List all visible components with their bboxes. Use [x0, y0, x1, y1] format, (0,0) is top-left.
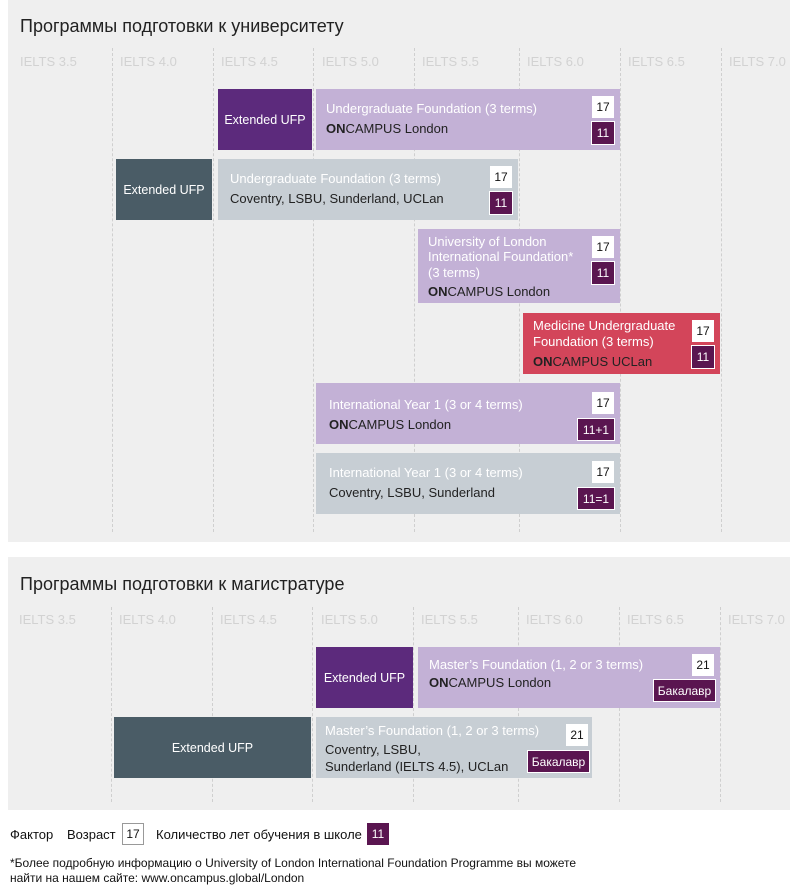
- program-location: ONCAMPUS London: [428, 284, 550, 299]
- age-badge: 17: [490, 166, 512, 188]
- age-badge: 21: [692, 654, 714, 676]
- program-location: Coventry, LSBU, Sunderland, UCLan: [230, 191, 444, 206]
- program-title-line: Medicine Undergraduate: [533, 318, 676, 333]
- age-badge: 17: [592, 392, 614, 414]
- legend-factor-label: Фактор: [10, 827, 54, 842]
- ielts-label: IELTS 4.5: [221, 54, 278, 69]
- school-years-badge: 11: [591, 121, 615, 145]
- program-title-line: Foundation (3 terms): [533, 334, 654, 349]
- program-bar: [316, 89, 620, 150]
- grid-line: [413, 607, 414, 802]
- legend-age-label: Возраст: [67, 827, 116, 842]
- grid-line: [213, 48, 214, 532]
- ielts-label: IELTS 6.0: [527, 54, 584, 69]
- legend-years-badge: 11: [367, 823, 389, 845]
- oncampus-rest: CAMPUS London: [345, 121, 449, 136]
- program-title: Master’s Foundation (1, 2 or 3 terms): [429, 657, 644, 672]
- oncampus-bold: ON: [428, 284, 448, 299]
- program-location-line: Sunderland (IELTS 4.5), UCLan: [325, 759, 509, 774]
- university-section-title: Программы подготовки к университету: [20, 16, 344, 36]
- ielts-label: IELTS 5.5: [422, 54, 479, 69]
- age-badge: 17: [592, 461, 614, 483]
- school-years-badge: 11: [489, 191, 513, 215]
- program-bar: [316, 383, 620, 444]
- oncampus-bold: ON: [429, 675, 449, 690]
- grid-line: [111, 607, 112, 802]
- grid-line: [212, 607, 213, 802]
- ielts-label: IELTS 6.5: [627, 612, 684, 627]
- oncampus-rest: CAMPUS UCLan: [552, 354, 653, 369]
- oncampus-bold: ON: [533, 354, 553, 369]
- school-years-badge: 11=1: [577, 487, 615, 510]
- program-location: ONCAMPUS London: [429, 675, 551, 690]
- grid-line: [112, 48, 113, 532]
- legend-age-badge: 17: [122, 823, 144, 845]
- age-badge: 17: [592, 236, 614, 258]
- oncampus-bold: ON: [329, 417, 349, 432]
- ielts-label: IELTS 7.0: [728, 612, 785, 627]
- program-bar: [418, 229, 620, 303]
- masters-section-title: Программы подготовки к магистратуре: [20, 574, 345, 594]
- grid-line: [313, 48, 314, 532]
- ielts-label: IELTS 4.0: [119, 612, 176, 627]
- oncampus-rest: CAMPUS London: [348, 417, 452, 432]
- program-bar: [523, 313, 720, 374]
- program-title: International Year 1 (3 or 4 terms): [329, 465, 523, 480]
- program-location: Coventry, LSBU, Sunderland: [329, 485, 495, 500]
- ielts-label: IELTS 4.5: [220, 612, 277, 627]
- program-location: ONCAMPUS UCLan: [533, 354, 652, 369]
- grid-line: [620, 48, 621, 532]
- program-bar: [218, 159, 518, 220]
- ielts-label: IELTS 6.5: [628, 54, 685, 69]
- grid-line: [312, 607, 313, 802]
- ielts-label: IELTS 7.0: [729, 54, 786, 69]
- footnote-line: найти на нашем сайте: www.oncampus.globa…: [10, 871, 305, 885]
- school-years-badge: 11: [591, 261, 615, 285]
- grid-line: [721, 48, 722, 532]
- ielts-label: IELTS 3.5: [19, 612, 76, 627]
- age-badge: 17: [692, 320, 714, 342]
- university-programs-panel: Программы подготовки к университету IELT…: [8, 0, 790, 542]
- ielts-label: IELTS 5.0: [322, 54, 379, 69]
- oncampus-rest: CAMPUS London: [448, 675, 552, 690]
- grid-line: [720, 607, 721, 802]
- ielts-label: IELTS 3.5: [20, 54, 77, 69]
- program-location: ONCAMPUS London: [326, 121, 448, 136]
- program-title: International Year 1 (3 or 4 terms): [329, 397, 523, 412]
- age-badge: 21: [566, 724, 588, 746]
- school-years-badge: 11: [691, 345, 715, 369]
- school-years-badge: 11+1: [577, 418, 615, 441]
- oncampus-bold: ON: [326, 121, 346, 136]
- program-title-line: (3 terms): [428, 265, 480, 280]
- program-location-line: Coventry, LSBU,: [325, 742, 421, 757]
- extended-ufp-tag: Extended UFP: [316, 647, 413, 708]
- legend-years-label: Количество лет обучения в школе: [156, 827, 362, 842]
- program-location: ONCAMPUS London: [329, 417, 451, 432]
- program-title: Undergraduate Foundation (3 terms): [230, 171, 442, 186]
- program-title: Master’s Foundation (1, 2 or 3 terms): [325, 723, 540, 738]
- program-title-line: International Foundation*: [428, 249, 574, 264]
- degree-badge: Бакалавр: [653, 679, 716, 702]
- extended-ufp-tag: Extended UFP: [116, 159, 212, 220]
- grid-line: [414, 48, 415, 532]
- degree-badge: Бакалавр: [527, 750, 590, 773]
- ielts-label: IELTS 5.5: [421, 612, 478, 627]
- program-title: Undergraduate Foundation (3 terms): [326, 101, 538, 116]
- program-bar: [316, 453, 620, 514]
- program-title-line: University of London: [428, 234, 547, 249]
- ielts-label: IELTS 6.0: [526, 612, 583, 627]
- ielts-label: IELTS 5.0: [321, 612, 378, 627]
- footnote-line: *Более подробную информацию о University…: [10, 856, 577, 870]
- age-badge: 17: [592, 96, 614, 118]
- oncampus-rest: CAMPUS London: [447, 284, 551, 299]
- ielts-label: IELTS 4.0: [120, 54, 177, 69]
- extended-ufp-tag: Extended UFP: [114, 717, 311, 778]
- extended-ufp-tag: Extended UFP: [218, 89, 312, 150]
- masters-programs-panel: Программы подготовки к магистратуре IELT…: [8, 557, 790, 810]
